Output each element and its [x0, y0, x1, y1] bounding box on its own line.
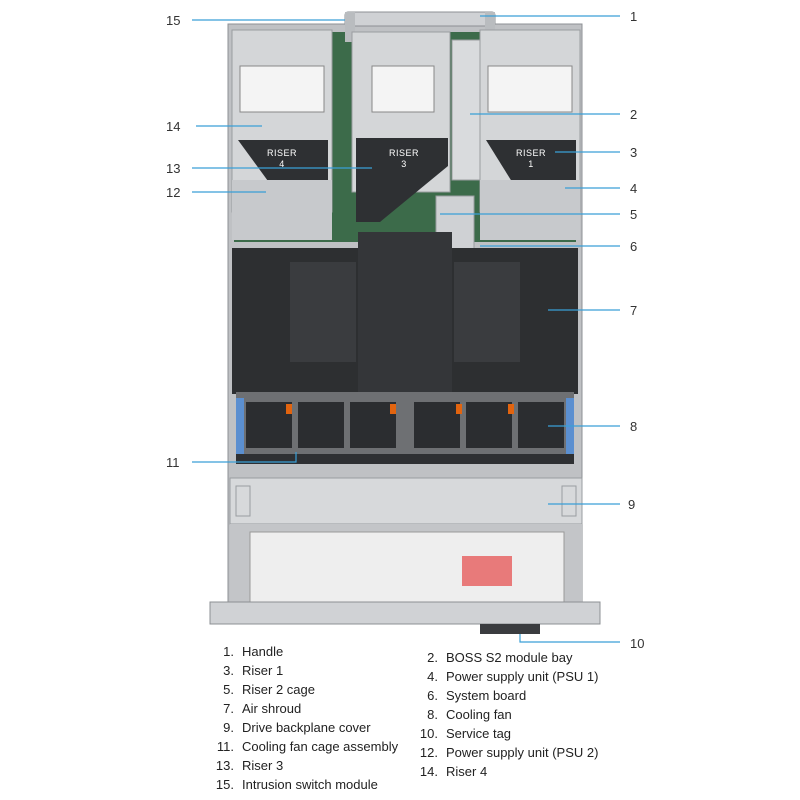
legend-label: Intrusion switch module [242, 777, 378, 792]
legend-label: BOSS S2 module bay [446, 650, 573, 665]
legend-item: 2. BOSS S2 module bay [416, 650, 572, 665]
legend-num: 9. [223, 720, 234, 735]
handle [344, 11, 496, 42]
legend-num: 2. [427, 650, 438, 665]
leader-10 [519, 634, 620, 643]
legend-num: 5. [223, 682, 234, 697]
legend-item: 10. Service tag [416, 726, 511, 741]
service-tag [480, 624, 540, 634]
riser4-label-line1: RISER [267, 148, 297, 158]
leader-11 [192, 452, 297, 463]
legend-num: 15. [215, 777, 234, 792]
riser-2-cage [435, 39, 481, 259]
callout-14: 14 [166, 119, 180, 134]
legend-item: 6. System board [416, 688, 526, 703]
service-label-panel [209, 524, 601, 634]
legend-label: Power supply unit (PSU 1) [446, 669, 599, 684]
callout-1: 1 [630, 9, 637, 24]
legend-item: 4. Power supply unit (PSU 1) [416, 669, 598, 684]
callout-13: 13 [166, 161, 180, 176]
callout-10: 10 [630, 636, 644, 651]
riser-3: RISER 3 [351, 31, 451, 222]
callout-8: 8 [630, 419, 637, 434]
legend-item: 13. Riser 3 [212, 758, 283, 773]
legend-num: 6. [427, 688, 438, 703]
legend-item: 11. Cooling fan cage assembly [212, 739, 398, 754]
callout-leaders [192, 15, 620, 643]
legend-num: 10. [419, 726, 438, 741]
legend-item: 15. Intrusion switch module [212, 777, 378, 792]
legend-item: 8. Cooling fan [416, 707, 512, 722]
riser3-label-line2: 3 [401, 159, 407, 169]
psu-2 [232, 180, 332, 240]
legend-item: 5. Riser 2 cage [212, 682, 315, 697]
legend-num: 14. [419, 764, 438, 779]
callout-7: 7 [630, 303, 637, 318]
callout-3: 3 [630, 145, 637, 160]
callout-12: 12 [166, 185, 180, 200]
legend: 1. Handle 3. Riser 1 5. Riser 2 cage 7. Air … [212, 644, 632, 794]
legend-item: 9. Drive backplane cover [212, 720, 371, 735]
cooling-fan-cage [236, 392, 574, 464]
riser3-label-line1: RISER [389, 148, 419, 158]
legend-label: Riser 4 [446, 764, 488, 779]
riser1-label-line2: 1 [528, 159, 534, 169]
legend-item: 7. Air shroud [212, 701, 301, 716]
legend-num: 11. [216, 739, 234, 754]
legend-label: Handle [242, 644, 284, 659]
riser1-label-line1: RISER [516, 148, 546, 158]
legend-num: 12. [419, 745, 438, 760]
legend-item: 1. Handle [212, 644, 283, 659]
callout-numbers: 15 1 2 3 4 5 6 7 8 9 10 11 12 13 14 [166, 9, 644, 651]
legend-num: 13. [215, 758, 234, 773]
legend-label: Drive backplane cover [242, 720, 371, 735]
legend-label: Riser 2 cage [242, 682, 315, 697]
callout-15: 15 [166, 13, 180, 28]
legend-num: 7. [223, 701, 234, 716]
legend-label: Riser 3 [242, 758, 284, 773]
callout-5: 5 [630, 207, 637, 222]
riser4-label-line2: 4 [279, 159, 285, 169]
drive-backplane-cover [229, 477, 583, 525]
legend-label: Service tag [446, 726, 512, 741]
legend-item: 14. Riser 4 [416, 764, 487, 779]
legend-label: System board [446, 688, 527, 703]
callout-2: 2 [630, 107, 637, 122]
legend-item: 12. Power supply unit (PSU 2) [416, 745, 599, 760]
legend-label: Power supply unit (PSU 2) [446, 745, 599, 760]
legend-num: 8. [427, 707, 438, 722]
callout-6: 6 [630, 239, 637, 254]
legend-item: 3. Riser 1 [212, 663, 283, 678]
callout-11: 11 [166, 455, 180, 470]
legend-label: Riser 1 [242, 663, 284, 678]
cooling-fans [246, 402, 564, 448]
air-shroud [232, 232, 578, 394]
legend-label: Cooling fan [446, 707, 512, 722]
legend-num: 4. [427, 669, 438, 684]
callout-4: 4 [630, 181, 637, 196]
legend-num: 3. [223, 663, 234, 678]
legend-label: Air shroud [242, 701, 302, 716]
callout-9: 9 [628, 497, 635, 512]
legend-num: 1. [223, 644, 234, 659]
legend-label: Cooling fan cage assembly [242, 739, 399, 754]
psu-1 [480, 180, 580, 240]
